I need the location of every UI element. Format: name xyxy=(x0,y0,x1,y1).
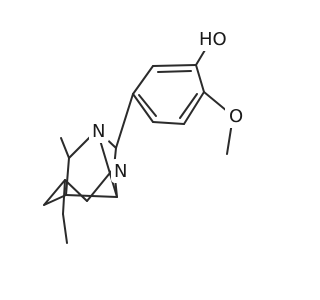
ring-double-bond xyxy=(179,93,198,119)
methoxy-oxygen-label: O xyxy=(229,106,243,127)
label-mask xyxy=(225,104,245,128)
methyl-bond xyxy=(62,213,68,244)
ring-bond xyxy=(152,64,197,67)
ring-bond xyxy=(183,91,205,125)
cage-bond xyxy=(65,194,118,198)
atom-labels: HO O N N xyxy=(89,27,245,183)
ring-double-bond xyxy=(138,94,157,117)
label-mask xyxy=(89,119,109,143)
ring-bond xyxy=(152,121,185,125)
ring-bond xyxy=(132,65,154,95)
hydroxyl-label: HO xyxy=(199,29,227,50)
cage-bond xyxy=(62,179,66,215)
cage-bond xyxy=(65,157,70,196)
nitrogen-label: N xyxy=(114,161,127,182)
nitrogen-label: N xyxy=(92,121,105,142)
cage-bond xyxy=(43,179,66,206)
molecule-structure: HO O N N xyxy=(43,27,245,244)
bonds xyxy=(43,44,234,244)
cage-bond xyxy=(43,194,67,206)
ring-bond xyxy=(132,93,154,123)
label-mask xyxy=(111,159,131,183)
ring-bond xyxy=(195,64,205,93)
methyl-bond xyxy=(60,137,70,159)
cage-bond xyxy=(64,179,88,202)
ring-double-bond xyxy=(157,70,192,73)
aryl-cage-bond xyxy=(115,93,134,149)
label-mask xyxy=(197,27,237,51)
